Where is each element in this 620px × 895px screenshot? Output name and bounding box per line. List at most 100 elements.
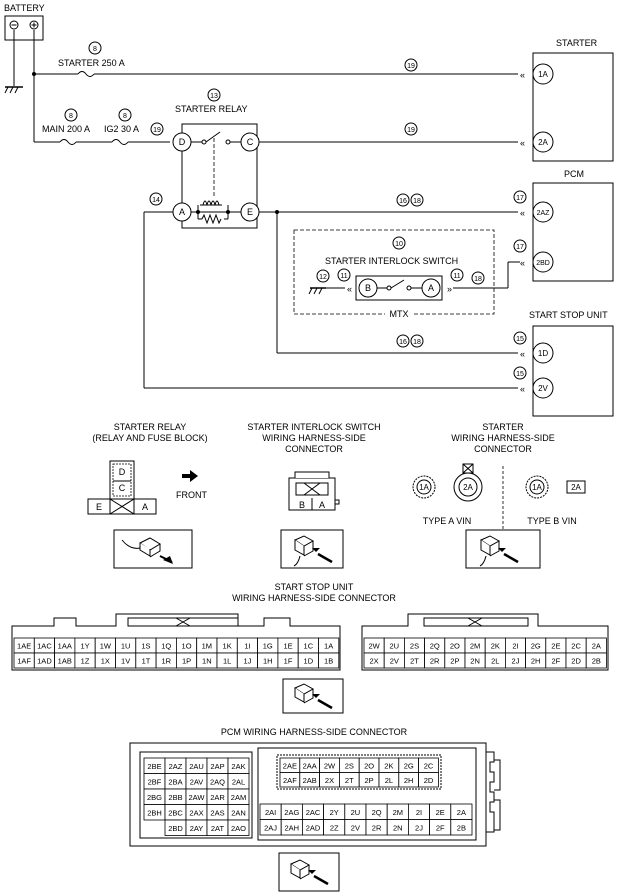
pcm-pin-2AU-label: 2AU <box>189 762 204 771</box>
svg-text:«: « <box>520 208 525 218</box>
ssu-pin-1AE-label: 1AE <box>17 642 31 651</box>
ssu-pin-1Q-label: 1Q <box>161 642 171 651</box>
front-label: FRONT <box>176 490 207 500</box>
ssu-pin-1B-label: 1B <box>324 657 333 666</box>
svg-text:A: A <box>428 283 434 293</box>
ssu-pin-2L-label: 2L <box>491 657 499 666</box>
svg-text:16: 16 <box>399 198 407 205</box>
pcm-pin-2V-label: 2V <box>351 823 360 832</box>
ssu-pin-2B <box>585 652 607 669</box>
pcm-pin-2J-label: 2J <box>415 823 423 832</box>
ssu-pin-2G-label: 2G <box>531 642 541 651</box>
pcm-pin-2B <box>450 819 473 836</box>
ssu-pin-2X-label: 2X <box>370 657 379 666</box>
ssu-pin-2C-label: 2C <box>571 642 581 651</box>
ssu-pin-2R-label: 2R <box>430 657 440 666</box>
ssu-pin-1C-label: 1C <box>304 642 314 651</box>
ssu-pin-1L-label: 1L <box>223 657 231 666</box>
ssu-pin-2S-label: 2S <box>410 642 419 651</box>
svg-text:A: A <box>179 207 185 217</box>
ssu-pin-1S-label: 1S <box>141 642 150 651</box>
pcm-pin-2AO <box>227 819 250 836</box>
svg-text:CONNECTOR: CONNECTOR <box>285 444 343 454</box>
pcm-pin-2AG-label: 2AG <box>284 808 299 817</box>
relay-connector-face: D C E A <box>87 460 157 515</box>
pcm-pin-2AF-label: 2AF <box>283 776 297 785</box>
ssu-pin-1T-label: 1T <box>142 657 151 666</box>
ssu-pin-1O-label: 1O <box>182 642 192 651</box>
svg-text:19: 19 <box>153 127 161 134</box>
svg-text:»: » <box>447 284 452 294</box>
svg-text:2A: 2A <box>571 483 581 492</box>
svg-text:«: « <box>520 138 525 148</box>
pcm-pin-2AS-label: 2AS <box>210 808 224 817</box>
pcm-pin-2S-label: 2S <box>345 761 354 770</box>
ssu-pin-1H-label: 1H <box>263 657 273 666</box>
ssu-pin-1X-label: 1X <box>101 657 110 666</box>
pcm-pin-2AQ-label: 2AQ <box>210 777 225 786</box>
svg-text:«: « <box>520 258 525 268</box>
ssu-pin-1AB-label: 1AB <box>58 657 72 666</box>
connector-view-icon <box>465 529 541 569</box>
svg-text:2A: 2A <box>538 138 548 147</box>
pcm-pin-2AL-label: 2AL <box>232 777 245 786</box>
ssu-pin-2B-label: 2B <box>592 657 601 666</box>
pcm-pin-2BA-label: 2BA <box>168 777 182 786</box>
connector-view-icon <box>113 529 193 569</box>
svg-text:19: 19 <box>407 63 415 70</box>
ssu-pin-2V-label: 2V <box>390 657 399 666</box>
ssu-pin-2T-label: 2T <box>410 657 419 666</box>
pcm-pin-2AO-label: 2AO <box>231 824 246 833</box>
ssu-pin-1N-label: 1N <box>202 657 212 666</box>
ssu-pin-2N-label: 2N <box>470 657 480 666</box>
pcm-pin-2BF-label: 2BF <box>148 777 162 786</box>
svg-text:WIRING HARNESS-SIDE CONNECTOR: WIRING HARNESS-SIDE CONNECTOR <box>232 593 396 603</box>
svg-text:8: 8 <box>123 113 127 120</box>
pcm-pin-2T-label: 2T <box>345 776 354 785</box>
pcm-pin-2K-label: 2K <box>384 761 393 770</box>
pcm-pin-2AK-label: 2AK <box>231 762 245 771</box>
pcm-pin-2G-label: 2G <box>404 761 414 770</box>
ssu-pin-1AA-label: 1AA <box>58 642 72 651</box>
svg-text:WIRING HARNESS-SIDE: WIRING HARNESS-SIDE <box>451 433 555 443</box>
ssu-pin-1I-label: 1I <box>244 642 250 651</box>
ssu-pin-1R-label: 1R <box>161 657 171 666</box>
battery-label: BATTERY <box>4 3 45 13</box>
type-b-vin-label: TYPE B VIN <box>527 516 577 526</box>
svg-text:«: « <box>520 70 525 80</box>
ssu-pin-2K-label: 2K <box>491 642 500 651</box>
battery-symbol <box>4 15 44 41</box>
ig2-fuse-label: IG2 30 A <box>104 124 139 134</box>
main-fuse-label: MAIN 200 A <box>42 124 90 134</box>
pcm-pin-2AW-label: 2AW <box>189 793 206 802</box>
svg-text:11: 11 <box>340 273 347 280</box>
connector-view-icon <box>278 852 340 892</box>
pcm-pin-2W-label: 2W <box>324 761 336 770</box>
starter-connector-type-a: 1A 2A <box>412 463 483 502</box>
interlock-connector-title: STARTER INTERLOCK SWITCH <box>247 422 380 432</box>
pcm-pin-2L-label: 2L <box>385 776 393 785</box>
svg-text:D: D <box>119 467 126 477</box>
svg-text:1A: 1A <box>538 70 548 79</box>
svg-text:1A: 1A <box>532 483 542 492</box>
pcm-pin-2AI-label: 2AI <box>265 808 276 817</box>
interlock-switch-label: STARTER INTERLOCK SWITCH <box>325 256 458 266</box>
ssu-pin-1K-label: 1K <box>223 642 232 651</box>
svg-text:WIRING HARNESS-SIDE: WIRING HARNESS-SIDE <box>262 433 366 443</box>
connector-view-icon <box>282 678 344 714</box>
svg-text:15: 15 <box>516 336 524 343</box>
svg-text:10: 10 <box>395 241 403 248</box>
svg-text:15: 15 <box>516 371 524 378</box>
pcm-pin-2AJ-label: 2AJ <box>264 823 277 832</box>
pcm-connector-title: PCM WIRING HARNESS-SIDE CONNECTOR <box>221 727 408 737</box>
front-arrow-icon <box>182 470 198 482</box>
svg-text:E: E <box>96 502 102 512</box>
ssu-pin-1F-label: 1F <box>284 657 293 666</box>
pcm-pin-2O-label: 2O <box>364 761 374 770</box>
fuse-symbol <box>77 71 95 77</box>
pcm-pin-2BC-label: 2BC <box>168 808 183 817</box>
svg-text:19: 19 <box>407 127 415 134</box>
svg-text:16: 16 <box>399 339 407 346</box>
